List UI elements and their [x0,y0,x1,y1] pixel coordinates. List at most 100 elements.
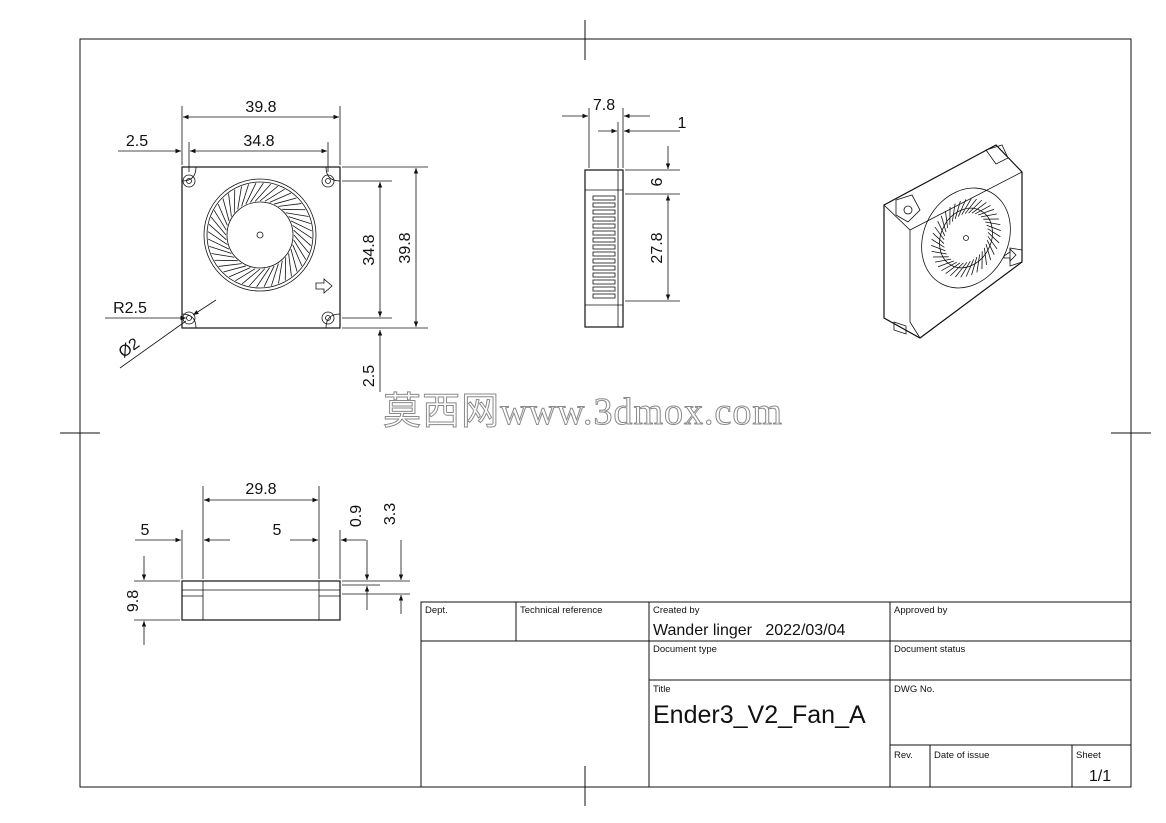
fan-blade [985,243,992,261]
fan-blade [964,198,977,214]
tech-ref-label: Technical reference [520,605,602,616]
fan-blade [210,216,227,236]
dim-left-margin: 5 [141,522,150,539]
fan-blade [961,198,972,216]
fan-blade [217,203,228,226]
fan-blade [987,228,1001,238]
title-label: Title [653,684,671,695]
fan-blade [264,188,285,202]
dim-corner-radius: R2.5 [113,300,147,317]
airflow-arrow-icon [1003,248,1017,262]
dim-overall-height: 39.8 [397,232,414,263]
dim-wall: 1 [678,115,687,132]
fan-blade [293,229,312,246]
fan-slat [592,286,616,292]
fan-blade [285,212,309,217]
fan-blade [256,267,270,288]
fan-blade [931,238,945,248]
fan-blade [223,265,246,273]
fan-blade [213,210,227,231]
fan-blade [941,261,957,271]
fan-blade [971,202,987,214]
fan-blade [235,268,256,282]
fan-blade [259,185,279,202]
fan-blade [986,224,1001,231]
isometric-view [883,144,1023,339]
fan-blade [978,208,995,216]
fan-blade [263,265,275,288]
fan-blade [292,225,313,239]
fan-blade [293,234,310,254]
fan-blade [987,232,1000,244]
fan-slat [592,258,616,264]
fan-blade [976,254,981,273]
fan-blades [931,198,1001,278]
fan-blade [954,200,961,219]
fan-blade [986,240,995,255]
dim-right-margin: 5 [273,522,282,539]
fan-slat [592,265,616,271]
fan-blade [957,199,967,217]
fan-blade [207,238,230,250]
dim-height: 9.8 [125,590,142,612]
fan-blade [254,183,271,202]
dwg-no-label: DWG No. [894,684,935,695]
fan-blade [278,260,283,284]
fan-slat [592,279,616,285]
fan-blade [288,253,292,277]
fan-blade [975,205,991,215]
fan-blade [228,193,232,217]
dim-outlet-height: 27.8 [649,232,666,263]
fan-blade [945,262,961,274]
dim-thickness: 7.8 [593,97,615,114]
dim-outlet-width: 29.8 [245,481,276,498]
fan-blade [290,220,313,232]
fan-blade [274,197,297,205]
fan-blade [208,224,227,241]
fan-blade [237,186,242,210]
fan-blade [207,231,228,245]
dim-hole-diameter: Ø2 [116,335,143,361]
fan-slat [592,244,616,250]
fan-slat [592,223,616,229]
fan-blade [937,221,946,236]
fan-slats [592,195,616,299]
fan-blade [293,239,307,260]
bottom-view: 29.8 5 5 9.8 0.9 3.3 [125,481,410,645]
fan-slat [592,272,616,278]
dim-bottom-offset: 2.5 [361,365,378,387]
approved-by-label: Approved by [894,605,948,616]
fan-blade [245,182,257,205]
fan-blade [241,184,249,207]
fan-blade [951,203,956,222]
dim-hole-spacing-h: 34.8 [361,234,378,265]
fan-slat [592,209,616,215]
dim-edge-offset: 2.5 [126,133,148,150]
fan-blade [222,198,230,221]
fan-blade [209,246,232,254]
fan-blade [211,253,235,258]
fan-slat [592,216,616,222]
dept-label: Dept. [425,605,448,616]
fan-blade [288,216,311,224]
fan-blade [278,203,302,207]
fan-blade [985,221,1001,226]
sheet-value: 1/1 [1089,768,1111,785]
dim-hole-spacing-w: 34.8 [243,133,274,150]
fan-blade [935,258,952,263]
doc-type-label: Document type [653,644,717,655]
fan-slat [592,202,616,208]
fan-blades [207,182,313,288]
fan-slat [592,230,616,236]
fan-slat [592,195,616,201]
fan-blade [250,182,264,203]
rev-label: Rev. [894,750,913,761]
fan-blade [971,257,978,276]
created-by-label: Created by [653,605,700,616]
fan-blade [241,268,261,285]
fan-slat [592,293,616,299]
fan-blade [955,262,968,278]
doc-status-label: Document status [894,644,966,655]
fan-blade [968,199,982,214]
